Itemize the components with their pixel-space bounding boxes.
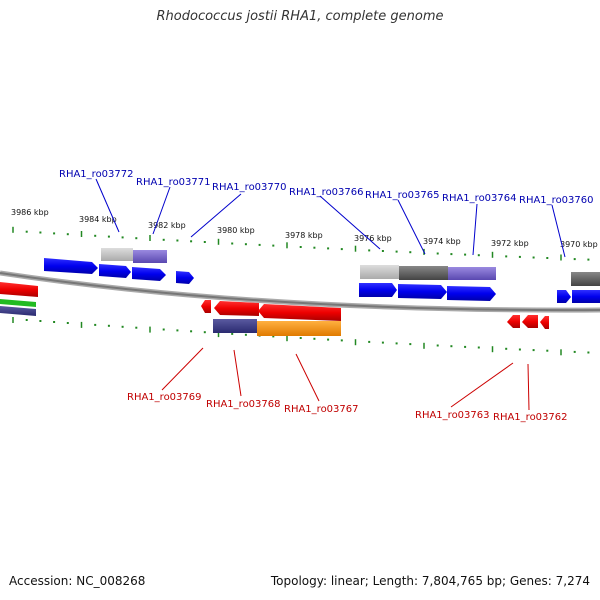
leader-line — [152, 186, 171, 235]
leader-line — [472, 203, 478, 256]
leader-line — [551, 204, 566, 258]
leader-line — [95, 178, 120, 233]
genome-backbone — [0, 270, 600, 313]
gene-feature-orange[interactable] — [257, 321, 341, 336]
gene-feature-navy[interactable] — [0, 306, 36, 316]
gene-label[interactable]: RHA1_ro03766 — [289, 187, 364, 198]
scale-label: 3984 kbp — [79, 215, 117, 224]
gene-feature-darkgray[interactable] — [571, 272, 600, 286]
forward-label-leaders — [95, 178, 566, 258]
gene-feature-gray[interactable] — [101, 248, 133, 261]
scale-labels: 3986 kbp 3984 kbp 3982 kbp 3980 kbp 3978… — [11, 208, 598, 249]
scale-label: 3976 kbp — [354, 234, 392, 243]
gene-arrow-reverse[interactable] — [522, 315, 538, 328]
gene-arrow-forward[interactable] — [44, 258, 98, 274]
gene-label[interactable]: RHA1_ro03769 — [127, 392, 202, 403]
gene-feature-purple[interactable] — [448, 267, 496, 280]
leader-line — [233, 349, 242, 397]
leader-line — [527, 363, 530, 411]
gene-arrow-forward[interactable] — [398, 284, 447, 299]
forward-genes — [44, 248, 600, 303]
gene-arrow-forward[interactable] — [572, 290, 600, 303]
gene-feature-darkgray[interactable] — [399, 266, 448, 280]
leader-line — [161, 347, 204, 391]
gene-label[interactable]: RHA1_ro03767 — [284, 404, 359, 415]
gene-arrow-forward[interactable] — [132, 267, 166, 281]
gene-label[interactable]: RHA1_ro03762 — [493, 412, 568, 423]
reverse-genes — [201, 300, 549, 336]
gene-label[interactable]: RHA1_ro03763 — [415, 410, 490, 421]
gene-arrow-reverse[interactable] — [258, 304, 341, 321]
scale-label: 3986 kbp — [11, 208, 49, 217]
gene-feature-gray[interactable] — [360, 265, 399, 279]
scale-label: 3978 kbp — [285, 231, 323, 240]
leader-line — [319, 195, 381, 250]
gene-label[interactable]: RHA1_ro03760 — [519, 195, 594, 206]
gene-label[interactable]: RHA1_ro03765 — [365, 190, 440, 201]
gene-arrow-reverse[interactable] — [201, 300, 211, 313]
upper-scale-ticks — [12, 226, 590, 261]
edge-features — [0, 282, 38, 316]
leader-line — [295, 353, 320, 402]
scale-label: 3980 kbp — [217, 226, 255, 235]
topology-text: Topology: linear; Length: 7,804,765 bp; … — [270, 574, 590, 588]
leader-line — [190, 193, 242, 238]
gene-arrow-reverse[interactable] — [214, 301, 259, 316]
leader-line — [450, 362, 514, 408]
scale-label: 3970 kbp — [560, 240, 598, 249]
gene-label[interactable]: RHA1_ro03772 — [59, 169, 134, 180]
forward-gene-labels: RHA1_ro03772 RHA1_ro03771 RHA1_ro03770 R… — [59, 169, 594, 206]
scale-label: 3972 kbp — [491, 239, 529, 248]
leader-line — [397, 199, 426, 255]
accession-text: Accession: NC_008268 — [9, 574, 146, 588]
reverse-label-leaders — [161, 347, 530, 411]
gene-arrow-reverse[interactable] — [0, 282, 38, 297]
lower-scale-ticks — [12, 317, 590, 356]
map-title: Rhodococcus jostii RHA1, complete genome — [156, 9, 444, 24]
gene-label[interactable]: RHA1_ro03771 — [136, 177, 211, 188]
gene-arrow-forward[interactable] — [557, 290, 571, 303]
reverse-gene-labels: RHA1_ro03769 RHA1_ro03768 RHA1_ro03767 R… — [127, 392, 568, 423]
gene-label[interactable]: RHA1_ro03768 — [206, 399, 281, 410]
gene-feature-purple[interactable] — [133, 250, 167, 263]
genome-backbone-core — [0, 272, 600, 312]
scale-label: 3974 kbp — [423, 237, 461, 246]
gene-arrow-forward[interactable] — [176, 271, 194, 284]
gene-label[interactable]: RHA1_ro03764 — [442, 193, 517, 204]
scale-label: 3982 kbp — [148, 221, 186, 230]
gene-arrow-forward[interactable] — [99, 264, 131, 278]
gene-arrow-forward[interactable] — [447, 286, 496, 301]
gene-feature-navy[interactable] — [213, 319, 257, 333]
gene-arrow-reverse[interactable] — [507, 315, 520, 328]
gene-label[interactable]: RHA1_ro03770 — [212, 182, 287, 193]
gene-arrow-reverse[interactable] — [540, 316, 549, 329]
gene-feature-green[interactable] — [0, 299, 36, 307]
gene-arrow-forward[interactable] — [359, 283, 397, 297]
